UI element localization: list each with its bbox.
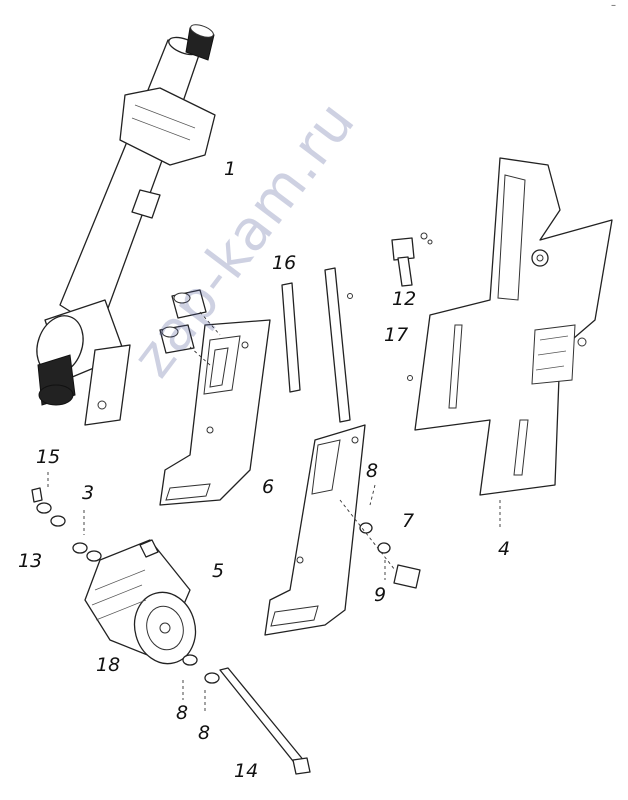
callout-17: 17 xyxy=(384,324,409,346)
steering-column-part-1 xyxy=(36,24,216,426)
callout-12: 12 xyxy=(392,288,417,310)
callout-3: 3 xyxy=(82,482,95,504)
bolt-part-12 xyxy=(391,232,433,287)
callout-5: 5 xyxy=(212,560,225,582)
callout-8c: 8 xyxy=(198,722,211,744)
callout-9: 9 xyxy=(374,584,387,606)
callout-15: 15 xyxy=(36,446,61,468)
callout-8b: 8 xyxy=(176,702,189,724)
callout-18: 18 xyxy=(96,654,121,676)
strap-part-16 xyxy=(281,267,413,423)
long-bolt-part-14 xyxy=(182,654,311,775)
switch-body-part-18 xyxy=(84,539,197,665)
corner-mark: – xyxy=(611,0,616,11)
callout-8: 8 xyxy=(366,460,379,482)
callout-16: 16 xyxy=(272,252,297,274)
bracket-part-7 xyxy=(264,424,421,636)
callout-1: 1 xyxy=(224,158,237,180)
fasteners-parts-15-3-13 xyxy=(31,487,102,562)
callout-7: 7 xyxy=(402,510,415,532)
mounting-plate-part-4 xyxy=(414,157,613,496)
callout-14: 14 xyxy=(234,760,259,782)
callout-6: 6 xyxy=(262,476,275,498)
bracket-part-6 xyxy=(159,289,271,506)
callout-13: 13 xyxy=(18,550,43,572)
callout-4: 4 xyxy=(498,538,511,560)
